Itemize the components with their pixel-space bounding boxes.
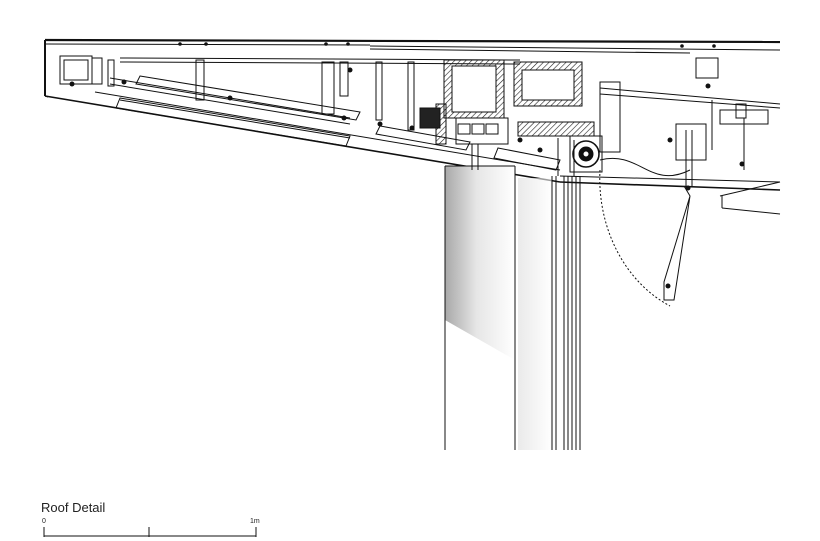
cladding-detail bbox=[419, 57, 769, 161]
scale-start-label: 0 bbox=[42, 518, 46, 525]
fixings bbox=[69, 42, 745, 289]
glass-panel bbox=[444, 165, 552, 450]
roller-motor bbox=[569, 135, 691, 177]
drawing-title: Roof Detail bbox=[41, 500, 106, 515]
scale-end-label: 1m bbox=[250, 518, 260, 525]
fascia-panels bbox=[115, 75, 561, 171]
awning-arm bbox=[599, 100, 745, 307]
hatched-box-beam bbox=[435, 59, 595, 145]
scale-bar bbox=[43, 527, 257, 537]
mullion bbox=[471, 138, 581, 450]
